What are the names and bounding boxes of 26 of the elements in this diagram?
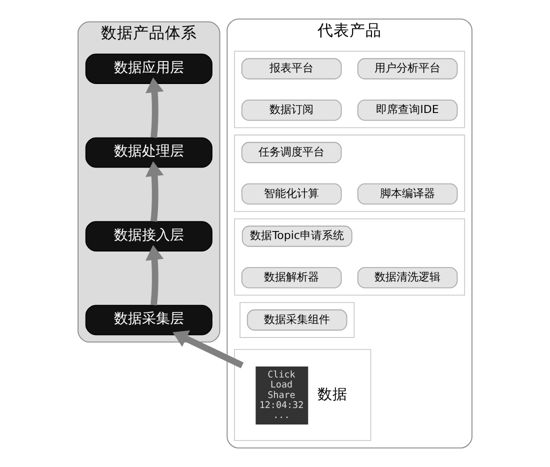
node-box: 数据接入层 xyxy=(85,221,212,252)
node-box: 数据采集层 xyxy=(85,304,212,336)
arrow xyxy=(146,77,164,138)
node-box: 数据订阅 xyxy=(241,100,342,121)
node-box: 数据应用层 xyxy=(85,54,212,84)
cluster xyxy=(234,50,466,128)
node-box: 用户分析平台 xyxy=(357,58,458,80)
cluster xyxy=(234,134,466,212)
arrow xyxy=(146,244,164,306)
node-label: 数据 xyxy=(317,386,348,403)
node-box: 报表平台 xyxy=(241,58,342,80)
node-box: 数据采集组件 xyxy=(246,309,348,331)
cluster xyxy=(234,349,372,442)
node-box: 即席查询IDE xyxy=(357,100,458,121)
node-box: 脚本编译器 xyxy=(357,183,458,205)
node-box: 数据Topic申请系统 xyxy=(242,226,352,247)
node-box: 任务调度平台 xyxy=(241,142,342,164)
cluster xyxy=(234,218,466,296)
arrow xyxy=(172,330,244,368)
cluster xyxy=(240,302,355,338)
node-box: 数据处理层 xyxy=(85,137,212,168)
node-box: 数据解析器 xyxy=(241,267,342,288)
node-box: 数据清洗逻辑 xyxy=(357,267,458,288)
arrow xyxy=(146,161,164,222)
node-box: 智能化计算 xyxy=(241,183,342,205)
node-box: Click Load Share 12:04:32 ... xyxy=(256,366,308,424)
